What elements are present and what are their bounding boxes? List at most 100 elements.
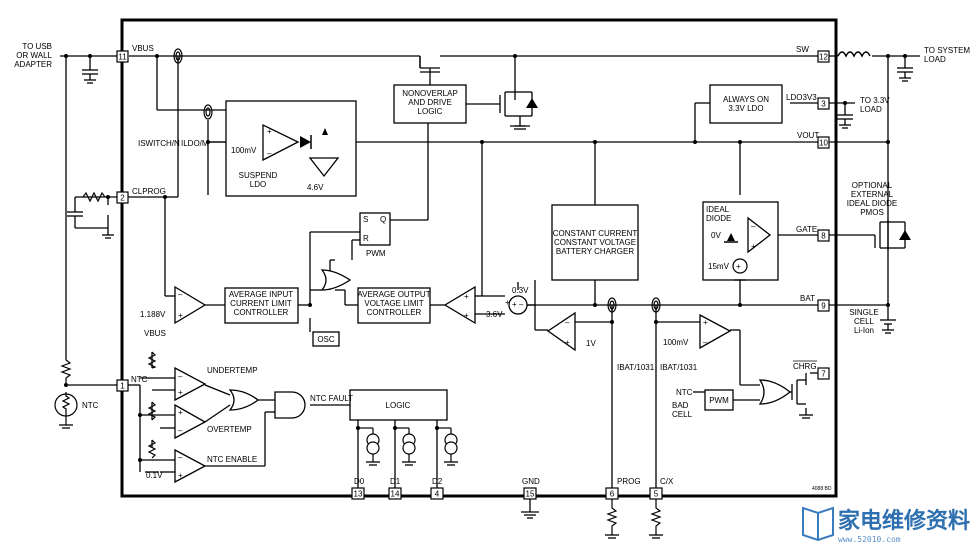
label-d0: D0 — [354, 477, 365, 486]
or-gate-chrg — [758, 379, 792, 405]
ground-symbols — [59, 67, 913, 539]
pwm-status-block — [704, 389, 734, 411]
sr-latch — [359, 212, 391, 246]
summing-node — [508, 295, 528, 315]
ic-outline — [120, 18, 838, 498]
v36-label: 3.6V — [486, 310, 503, 319]
svg-text:+: + — [505, 298, 510, 307]
iswitch-label: ISWITCH/N — [138, 139, 180, 148]
svg-text:+: + — [736, 262, 741, 271]
v01-label: 0.1V — [146, 471, 163, 480]
label-vout: VOUT — [797, 131, 819, 140]
output-voltage-amp — [443, 285, 476, 325]
svg-text:1: 1 — [120, 382, 125, 391]
resistors — [60, 191, 662, 535]
pin-13: 13 — [351, 487, 365, 500]
watermark-text: 家电维修资料网 — [838, 508, 971, 534]
amp-signs: +– –+ ++ –+ –+ +– –+ +– –+ +– — [178, 127, 756, 480]
suspend-ldo-block — [225, 100, 357, 197]
svg-text:5: 5 — [654, 490, 659, 499]
svg-text:+: + — [565, 338, 570, 347]
ideal-diode-comparator — [747, 216, 772, 254]
watermark-url: www.52010.com — [838, 535, 901, 544]
svg-text:8: 8 — [821, 232, 826, 241]
input-current-amp — [174, 285, 207, 325]
pin-3: 3 — [817, 97, 830, 110]
pwm-status-label: PWM — [709, 396, 729, 405]
avg-output-block — [357, 287, 431, 324]
or-gate-pwm — [320, 269, 352, 291]
logic-label: LOGIC — [386, 401, 411, 410]
label-d2: D2 — [432, 477, 443, 486]
pin-10: 10 — [817, 136, 830, 149]
label-clprog: CLPROG — [132, 187, 166, 196]
pin-5: 5 — [649, 487, 663, 500]
summing-signs: + – — [512, 300, 524, 309]
label-vbus: VBUS — [132, 44, 154, 53]
amplifiers — [174, 123, 772, 484]
pin-labels: VBUS CLPROG NTC SW LDO3V3 VOUT GATE BAT … — [131, 44, 819, 486]
sr-s-label: S — [363, 215, 368, 224]
svg-text:–: – — [751, 222, 756, 231]
always-on-ldo-block — [709, 84, 783, 124]
svg-text:+: + — [751, 242, 756, 251]
pin-15: 15 — [523, 487, 537, 500]
svg-text:–: – — [565, 318, 570, 327]
svg-text:–: – — [178, 453, 183, 462]
undertemp-comparator — [174, 366, 207, 402]
label-prog: PROG — [617, 477, 641, 486]
ntc-thermistor — [54, 392, 78, 425]
svg-text:10: 10 — [819, 139, 828, 148]
svg-text:–: – — [703, 338, 708, 347]
pin-1: 1 — [116, 379, 129, 392]
pwm-label: PWM — [366, 249, 386, 258]
pin-4: 4 — [430, 487, 444, 500]
pin-8: 8 — [817, 229, 830, 242]
label-chrg: CHRG — [793, 362, 817, 371]
svg-text:2: 2 — [120, 194, 125, 203]
ntc-enable-comparator — [174, 448, 207, 484]
chrg-comparator — [699, 313, 732, 350]
pin-2: 2 — [116, 191, 129, 204]
svg-text:12: 12 — [819, 53, 828, 62]
label-ntc: NTC — [131, 375, 148, 384]
pin-12: 12 — [817, 50, 830, 63]
ntc-input-label: NTC — [676, 388, 693, 397]
svg-text:15: 15 — [526, 490, 535, 499]
label-cx: C/X — [660, 477, 674, 486]
svg-text:+: + — [178, 408, 183, 417]
current-sources — [366, 433, 458, 455]
svg-text:4: 4 — [435, 490, 440, 499]
osc-block — [312, 331, 340, 347]
svg-text:–: – — [178, 290, 183, 299]
inductor — [837, 51, 871, 58]
undertemp-label: UNDERTEMP — [207, 366, 258, 375]
pin-14: 14 — [388, 487, 402, 500]
and-gate-ntc — [274, 391, 306, 419]
overtemp-comparator — [174, 403, 207, 440]
ldo-opamp — [262, 123, 300, 162]
sr-q-label: Q — [380, 215, 386, 224]
ntc-resistor-label: NTC — [82, 401, 99, 410]
svg-text:+: + — [267, 127, 272, 136]
pin-9: 9 — [817, 299, 830, 312]
svg-text:6: 6 — [610, 490, 615, 499]
charger-block — [551, 204, 639, 281]
ldo-46v-comparator — [308, 157, 340, 178]
vbus-ntc-label: VBUS — [144, 329, 166, 338]
voltage-sources — [732, 258, 748, 274]
v100mv-chrg-label: 100mV — [663, 338, 689, 347]
v1v-label: 1V — [586, 339, 596, 348]
svg-text:+: + — [464, 311, 469, 320]
v46-label: 4.6V — [307, 183, 324, 192]
osc-label: OSC — [317, 335, 335, 344]
